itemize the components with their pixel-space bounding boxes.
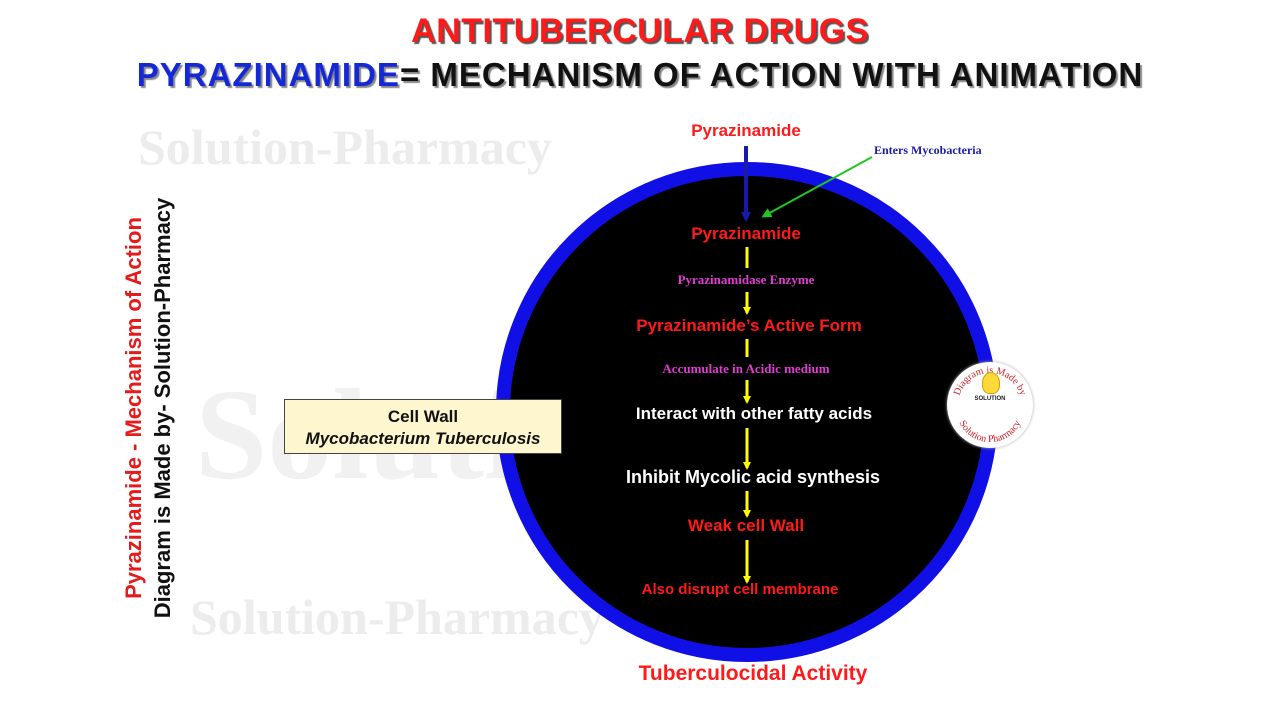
step-fatty-acids: Interact with other fatty acids [635, 404, 873, 423]
subtitle: PYRAZINAMIDE= MECHANISM OF ACTION WITH A… [0, 56, 1280, 94]
outcome-label: Tuberculocidal Activity [638, 662, 868, 685]
cell-wall-callout: Cell Wall Mycobacterium Tuberculosis [284, 399, 562, 454]
step-disrupt-membrane: Also disrupt cell membrane [641, 581, 839, 598]
subtitle-rest: = MECHANISM OF ACTION WITH ANIMATION [399, 56, 1144, 93]
badge-center-text: SOLUTION [974, 396, 1006, 402]
note-acidic-medium: Accumulate in Acidic medium [662, 361, 830, 376]
step-pyrazinamide: Pyrazinamide [691, 224, 801, 243]
step-active-form: Pyrazinamide’s Active Form [636, 316, 862, 335]
drug-outside-label: Pyrazinamide [691, 121, 801, 140]
entry-pointer-arrow [761, 156, 873, 218]
badge-arc-bottom: Solution Pharmacy [957, 419, 1024, 445]
organism-name: Mycobacterium Tuberculosis [305, 429, 541, 448]
lightbulb-icon [982, 372, 1000, 394]
main-title: ANTITUBERCULAR DRUGS [411, 12, 869, 50]
solution-pharmacy-badge: Diagram is Made by Solution Pharmacy SOL… [947, 362, 1033, 448]
watermark-top: Solution-Pharmacy [138, 119, 552, 175]
step-weak-cell-wall: Weak cell Wall [687, 516, 805, 535]
watermark-bottom: Solution-Pharmacy [190, 589, 604, 645]
cell-wall-title: Cell Wall [387, 407, 459, 426]
note-pyrazinamidase-enzyme: Pyrazinamidase Enzyme [677, 272, 815, 287]
step-mycolic-acid: Inhibit Mycolic acid synthesis [625, 467, 881, 487]
badge-ring: Diagram is Made by Solution Pharmacy [952, 365, 1029, 445]
enters-mycobacteria-note: Enters Mycobacteria [874, 143, 982, 157]
subtitle-drug-name: PYRAZINAMIDE [136, 56, 400, 93]
